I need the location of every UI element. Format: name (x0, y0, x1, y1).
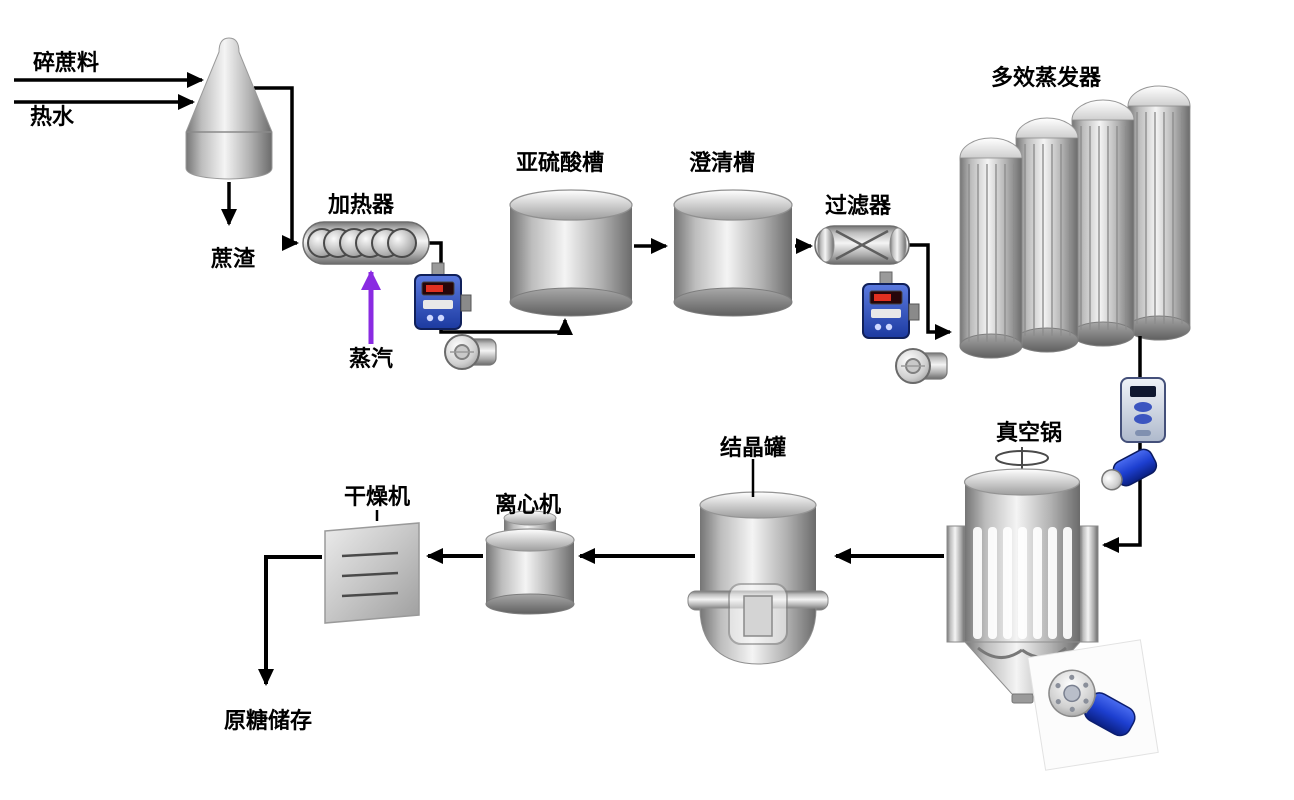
clarifier-tank (673, 189, 793, 317)
control-panel (1120, 377, 1166, 443)
dryer (324, 522, 420, 624)
dryer-to-storage-arrow (258, 555, 322, 686)
vacuum-pan-slots (973, 527, 1072, 639)
raw-sugar-storage-label: 原糖储存 (224, 708, 312, 734)
bagasse-label: 蔗渣 (210, 246, 256, 272)
evaporator-label: 多效蒸发器 (991, 65, 1102, 91)
mixer-funnel (185, 37, 273, 180)
centrifuge (485, 510, 575, 615)
sulfite-tank (509, 189, 633, 317)
filter-to-evaporator-pipe (909, 243, 952, 340)
evaporator-column-1 (959, 137, 1023, 359)
heater-to-sulfite-pipe (429, 241, 573, 335)
valve-motor-2 (895, 348, 948, 384)
pan-feed-motor (1101, 448, 1158, 491)
filter (814, 225, 910, 265)
crystallizer-label: 结晶罐 (720, 435, 786, 461)
hot-water-label: 热水 (30, 104, 75, 130)
vacuum-pan (946, 447, 1099, 704)
filter-mesh (835, 229, 889, 261)
sulfite-tank-label: 亚硫酸槽 (516, 150, 604, 176)
flow-sensor-2 (862, 271, 920, 339)
clarifier-label: 澄清槽 (689, 150, 755, 176)
filter-label: 过滤器 (825, 194, 892, 219)
crystallizer (687, 491, 829, 665)
valve-motor-1 (444, 334, 497, 370)
evaporator (959, 85, 1191, 359)
steam-label: 蒸汽 (349, 346, 393, 372)
crushed-cane-label: 碎蔗料 (33, 50, 99, 76)
pump-photo (1027, 639, 1159, 771)
vacuum-pan-label: 真空锅 (996, 420, 1062, 446)
dryer-label: 干燥机 (344, 485, 410, 510)
mixer-to-heater-pipe (254, 86, 299, 251)
evaporator-column-2 (1015, 117, 1079, 353)
labels-layer: 碎蔗料 热水 蔗渣 加热器 蒸汽 亚硫酸槽 澄清槽 过滤器 多效蒸发器 真空锅 … (30, 50, 1102, 734)
evaporator-column-3 (1071, 99, 1135, 347)
heater-coils (307, 228, 417, 258)
flow-arrows (14, 72, 952, 340)
pump-unit (1048, 669, 1136, 737)
heater-label: 加热器 (327, 192, 395, 218)
centrifuge-label: 离心机 (495, 492, 561, 518)
heater (302, 221, 430, 265)
flow-sensor-1 (414, 262, 472, 330)
evaporator-column-4 (1127, 85, 1191, 341)
pump-flange-bolts (1055, 674, 1089, 713)
